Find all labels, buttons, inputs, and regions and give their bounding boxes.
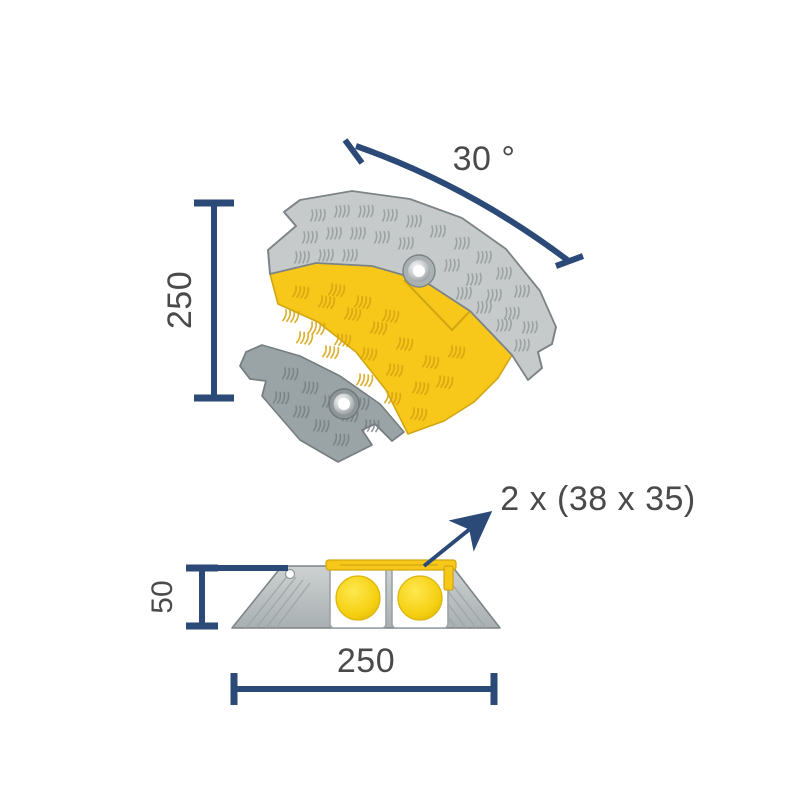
connector-tab-left <box>239 344 268 397</box>
connector-notch-top-left <box>267 199 301 275</box>
cable-left <box>335 575 381 621</box>
plan-view <box>239 190 557 463</box>
profile-width-dimension: 250 <box>230 642 498 705</box>
angle-dimension: 30 ° <box>342 138 585 269</box>
bolt-hole-upper <box>402 254 436 288</box>
profile-width-label: 250 <box>337 642 395 680</box>
angle-tick-start <box>342 138 365 165</box>
angle-tick-end <box>554 253 585 269</box>
plan-height-dimension: 250 <box>161 199 234 402</box>
connector-notch-bottom <box>360 423 405 446</box>
angle-dimension-label: 30 ° <box>453 140 516 178</box>
section-vent-hole <box>284 568 296 580</box>
angle-arc-line <box>355 143 572 265</box>
section-left-ribs <box>245 573 311 629</box>
channel-size-callout: 2 x (38 x 35) <box>422 480 695 568</box>
section-channels <box>329 565 449 629</box>
section-lid <box>325 559 457 591</box>
lid-seam <box>403 279 471 332</box>
bolt-hole-lower <box>328 388 360 420</box>
cross-section-view <box>231 559 501 629</box>
channel-size-label: 2 x (38 x 35) <box>500 480 695 518</box>
cable-right <box>397 575 443 621</box>
profile-height-dimension: 50 <box>146 564 288 630</box>
callout-leader-line <box>422 510 493 568</box>
lid-hinge <box>443 565 454 591</box>
connector-tab-right <box>527 326 557 381</box>
profile-height-label: 50 <box>146 580 179 613</box>
plan-height-label: 250 <box>161 271 199 329</box>
